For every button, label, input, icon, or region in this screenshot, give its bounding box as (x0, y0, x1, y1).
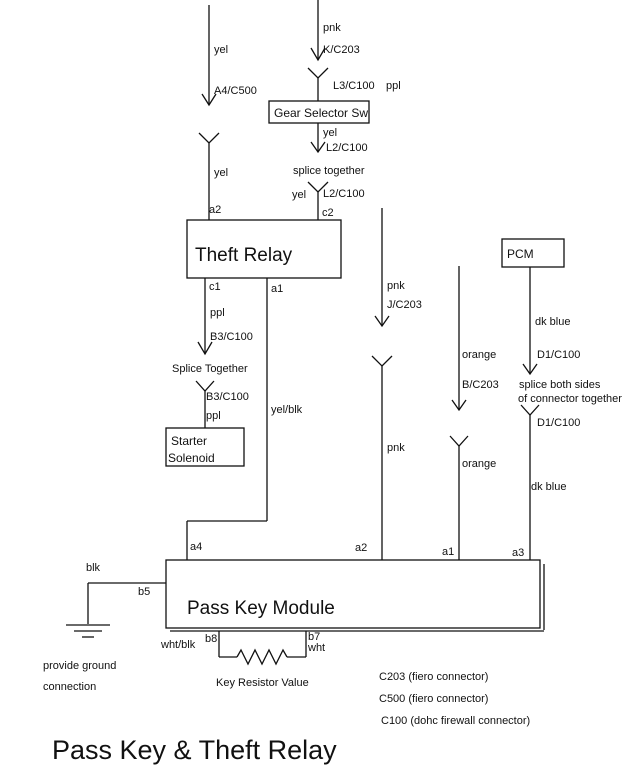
pin-b7: b7 (308, 631, 320, 643)
resistor-icon (236, 648, 288, 666)
pin-b8: b8 (205, 633, 217, 645)
pass-key-module: Pass Key Module (165, 559, 545, 632)
wire-pnk-k-c203 (307, 0, 329, 101)
starter-label: Starter (171, 434, 207, 448)
wire-yel-blk (186, 278, 268, 560)
label-j-c203: J/C203 (387, 299, 422, 311)
wire-ppl-b3-c100 (195, 278, 215, 428)
label-a1-relay: a1 (271, 283, 283, 295)
label-ppl-mid: ppl (210, 307, 225, 319)
wire-yel-a4-c500 (198, 5, 220, 220)
label-l2-c100-a: L2/C100 (326, 142, 368, 154)
label-splice-together-cap: Splice Together (172, 363, 248, 375)
label-b3-c100-a: B3/C100 (210, 331, 253, 343)
label-splice-together: splice together (293, 165, 365, 177)
label-ground-2: connection (43, 681, 96, 693)
theft-relay: Theft Relay (186, 219, 342, 279)
label-pnk-top: pnk (323, 22, 341, 34)
label-pnk-low: pnk (387, 442, 405, 454)
label-ppl-top: ppl (386, 80, 401, 92)
starter-solenoid: Starter Solenoid (165, 427, 245, 467)
pin-a2-module: a2 (355, 542, 367, 554)
label-d1-c100-b: D1/C100 (537, 417, 580, 429)
label-d1-c100-a: D1/C100 (537, 349, 580, 361)
wire-yel-l2-c100 (307, 123, 329, 220)
label-yel-blk: yel/blk (271, 404, 303, 416)
wire-dk-blue-d1-c100 (520, 267, 540, 562)
legend-c100: C100 (dohc firewall connector) (381, 715, 530, 727)
label-b3-c100-b: B3/C100 (206, 391, 249, 403)
pcm-label: PCM (507, 247, 534, 261)
label-orange-low: orange (462, 458, 496, 470)
label-wht-blk: wht/blk (160, 639, 196, 651)
label-dk-blue-low: dk blue (531, 481, 566, 493)
label-pnk-mid: pnk (387, 280, 405, 292)
label-yel-top: yel (214, 44, 228, 56)
key-resistor (218, 631, 307, 666)
label-yel-gear: yel (323, 127, 337, 139)
label-splice-both-1: splice both sides (519, 379, 601, 391)
label-k-c203: K/C203 (323, 44, 360, 56)
label-ground-1: provide ground (43, 660, 116, 672)
label-yel-left-relay: yel (214, 167, 228, 179)
label-orange-top: orange (462, 349, 496, 361)
label-splice-both-2: of connector together (518, 393, 622, 405)
pin-a2-relay: a2 (209, 204, 221, 216)
wire-orange-b-c203 (449, 266, 469, 562)
label-blk: blk (86, 562, 101, 574)
label-a4-c500: A4/C500 (214, 85, 257, 97)
label-dk-blue-top: dk blue (535, 316, 570, 328)
solenoid-label: Solenoid (168, 451, 215, 465)
gear-selector-switch: Gear Selector Sw (268, 100, 370, 124)
label-c1: c1 (209, 281, 221, 293)
pcm: PCM (501, 238, 565, 268)
pin-b5: b5 (138, 586, 150, 598)
theft-relay-label: Theft Relay (195, 245, 293, 266)
pin-a3-module: a3 (512, 547, 524, 559)
page-title: Pass Key & Theft Relay (52, 735, 337, 765)
label-l3-c100: L3/C100 (333, 80, 375, 92)
wire-pnk-j-c203 (371, 208, 393, 562)
label-ppl-low: ppl (206, 410, 221, 422)
pin-a4: a4 (190, 541, 202, 553)
label-b-c203: B/C203 (462, 379, 499, 391)
legend-c500: C500 (fiero connector) (379, 693, 488, 705)
gear-selector-label: Gear Selector Sw (274, 106, 368, 120)
pin-a1-module: a1 (442, 546, 454, 558)
pass-key-module-label: Pass Key Module (187, 598, 335, 619)
legend-c203: C203 (fiero connector) (379, 671, 488, 683)
ground-icon (66, 624, 110, 638)
pin-c2-relay: c2 (322, 207, 334, 219)
label-l2-c100-b: L2/C100 (323, 188, 365, 200)
key-resistor-label: Key Resistor Value (216, 677, 309, 689)
wire-blk-ground (87, 582, 166, 624)
label-wht: wht (307, 642, 325, 654)
label-yel-splice: yel (292, 189, 306, 201)
